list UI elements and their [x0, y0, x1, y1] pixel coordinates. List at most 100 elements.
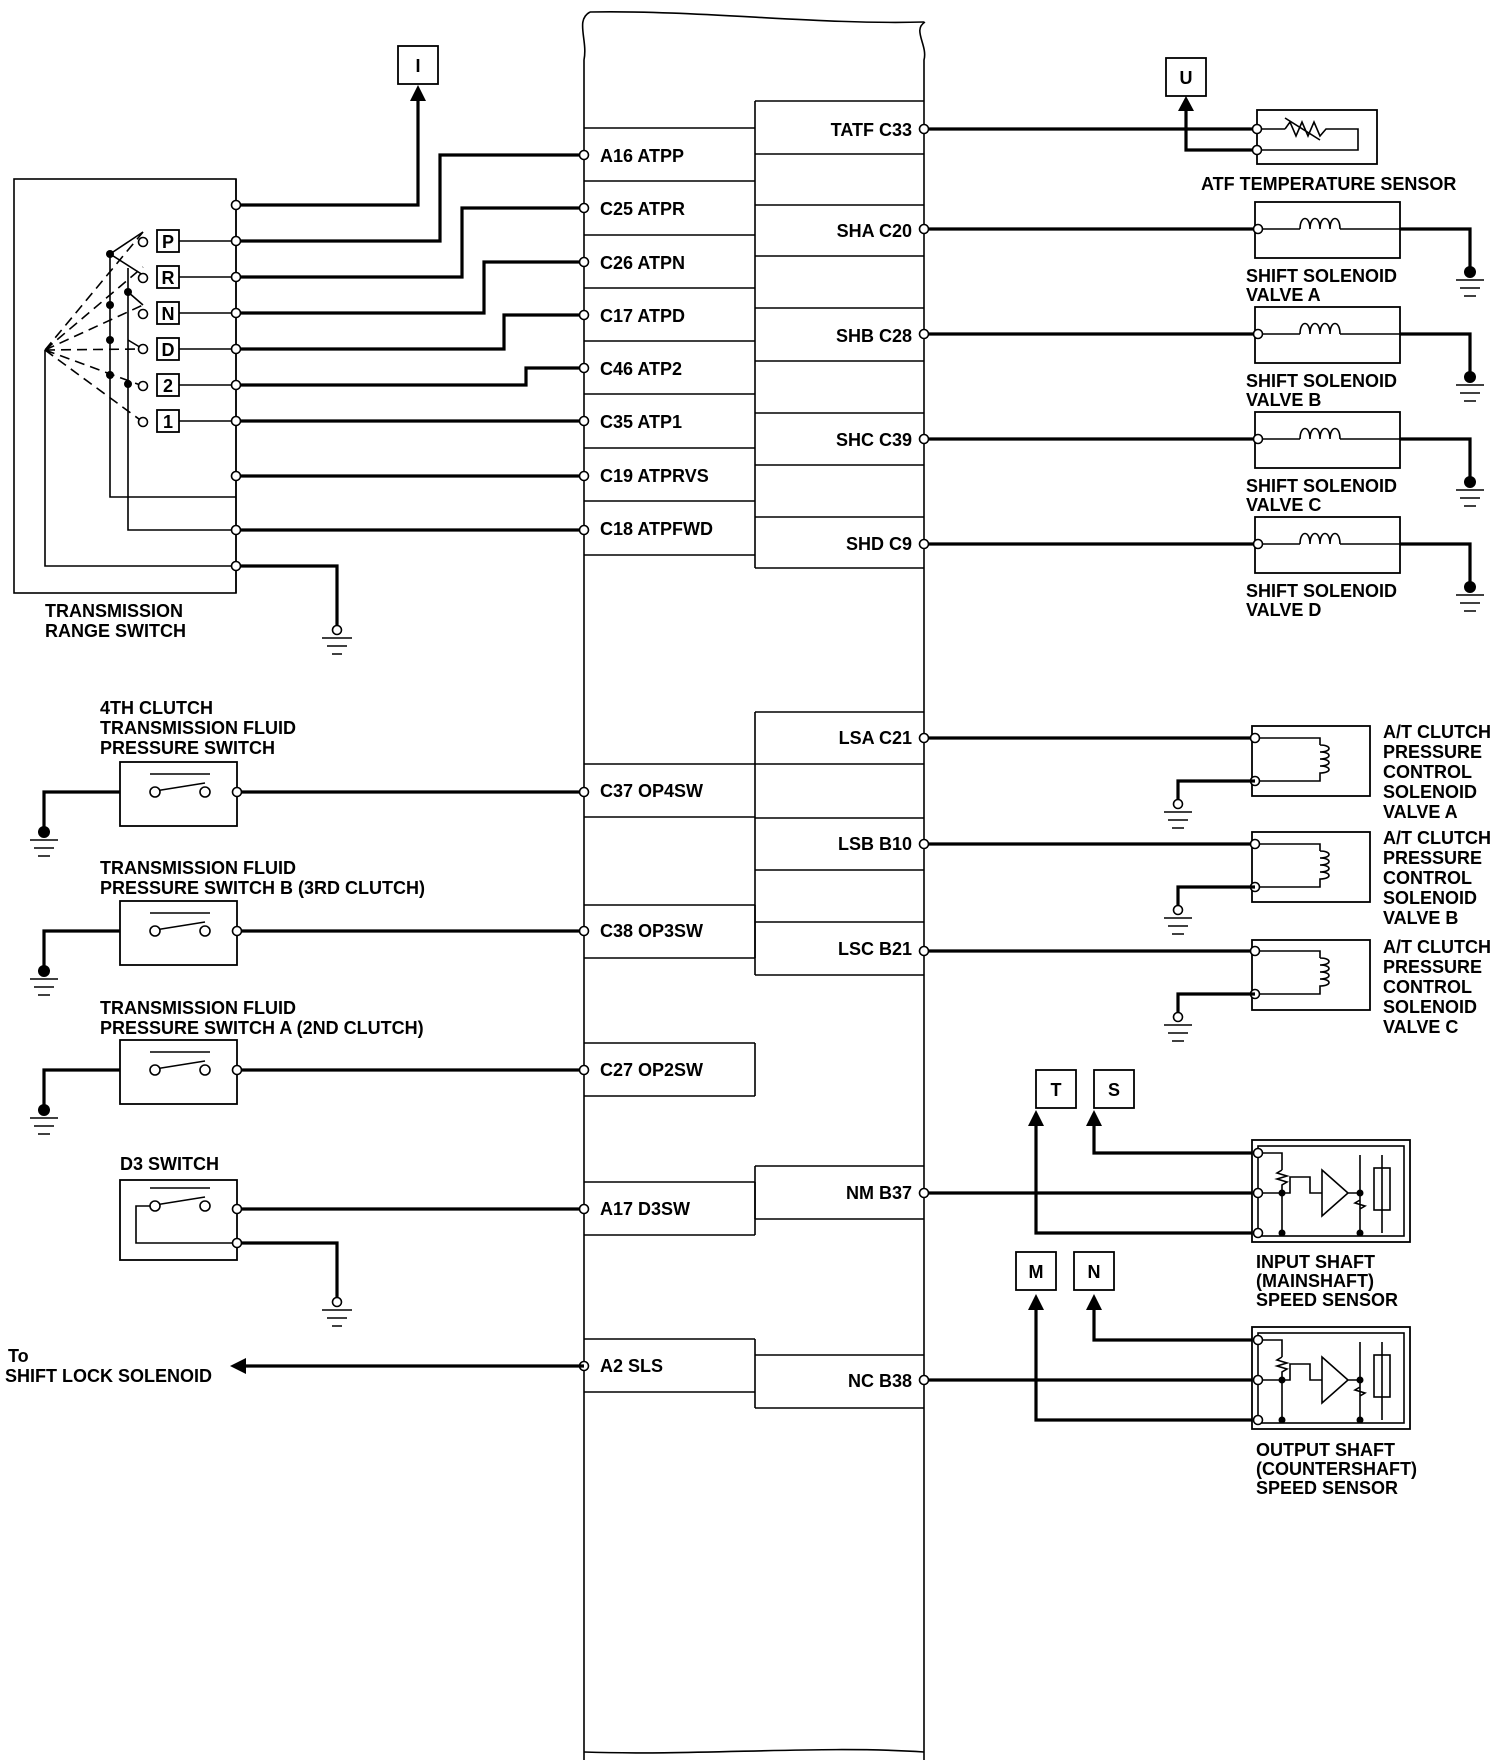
pc-b-label-1: A/T CLUTCH: [1383, 828, 1491, 848]
pressure-control-solenoid-c: A/T CLUTCH PRESSURE CONTROL SOLENOID VAL…: [928, 937, 1491, 1042]
d3-switch-label: D3 SWITCH: [120, 1154, 219, 1174]
shift-solenoid-b: SHIFT SOLENOID VALVE B: [928, 306, 1484, 410]
pc-b-label-2: PRESSURE: [1383, 848, 1482, 868]
d3-switch: D3 SWITCH: [119, 1154, 584, 1327]
pin-b10: LSB B10: [838, 834, 912, 854]
pc-b-label-4: SOLENOID: [1383, 888, 1477, 908]
pin-c28: SHB C28: [836, 326, 912, 346]
shift-lock-link: To SHIFT LOCK SOLENOID: [5, 1346, 584, 1386]
ref-s: S: [1108, 1080, 1120, 1100]
pin-c25: C25 ATPR: [600, 199, 685, 219]
ground-icon: [322, 624, 352, 655]
pressure-switch-a: TRANSMISSION FLUID PRESSURE SWITCH A (2N…: [30, 998, 584, 1135]
pc-a-label-2: PRESSURE: [1383, 742, 1482, 762]
pin-c37: C37 OP4SW: [600, 781, 703, 801]
pin-c35: C35 ATP1: [600, 412, 682, 432]
output-sensor-label-3: SPEED SENSOR: [1256, 1478, 1398, 1498]
range-positions: P R N D 2 1: [106, 229, 180, 433]
range-switch-wires: [240, 95, 584, 628]
shift-lock-label-1: To: [8, 1346, 29, 1366]
ref-u: U: [1180, 68, 1193, 88]
pressure-switch-b: TRANSMISSION FLUID PRESSURE SWITCH B (3R…: [30, 858, 584, 996]
pressure-switch-4th: 4TH CLUTCH TRANSMISSION FLUID PRESSURE S…: [30, 698, 584, 857]
pc-b-label-5: VALVE B: [1383, 908, 1458, 928]
shift-a-label-2: VALVE A: [1246, 285, 1321, 305]
transmission-range-switch: P R N D 2 1 TRANSMISSION RANGE SWITCH: [13, 178, 242, 641]
pin-b38: NC B38: [848, 1371, 912, 1391]
ref-t: T: [1051, 1080, 1062, 1100]
shift-solenoid-d: SHIFT SOLENOID VALVE D: [928, 516, 1484, 620]
shift-b-label-1: SHIFT SOLENOID: [1246, 371, 1397, 391]
pin-c39: SHC C39: [836, 430, 912, 450]
range-n: N: [162, 304, 175, 324]
pc-a-label-4: SOLENOID: [1383, 782, 1477, 802]
sw-b-label-1: TRANSMISSION FLUID: [100, 858, 296, 878]
pin-a17: A17 D3SW: [600, 1199, 690, 1219]
sw-a-label-1: TRANSMISSION FLUID: [100, 998, 296, 1018]
pin-c38: C38 OP3SW: [600, 921, 703, 941]
pc-b-label-3: CONTROL: [1383, 868, 1472, 888]
range-r: R: [162, 268, 175, 288]
ref-box-u: [1165, 57, 1207, 97]
shift-c-label-2: VALVE C: [1246, 495, 1321, 515]
pc-c-label-4: SOLENOID: [1383, 997, 1477, 1017]
pc-c-label-1: A/T CLUTCH: [1383, 937, 1491, 957]
pin-c26: C26 ATPN: [600, 253, 685, 273]
ecm-left-pin-boxes: [584, 100, 924, 1409]
ecm-left-pins: A16 ATPP C25 ATPR C26 ATPN C17 ATPD C46 …: [600, 146, 713, 1376]
ref-box-t: [1035, 1069, 1077, 1109]
sw-a-label-2: PRESSURE SWITCH A (2ND CLUTCH): [100, 1018, 424, 1038]
shift-c-label-1: SHIFT SOLENOID: [1246, 476, 1397, 496]
pin-a16: A16 ATPP: [600, 146, 684, 166]
ref-n: N: [1088, 1262, 1101, 1282]
pin-c19: C19 ATPRVS: [600, 466, 709, 486]
shift-d-label-2: VALVE D: [1246, 600, 1321, 620]
pin-c20: SHA C20: [837, 221, 912, 241]
ref-box-m: [1015, 1251, 1057, 1291]
arrow-left-icon: [230, 1358, 246, 1374]
output-sensor-label-2: (COUNTERSHAFT): [1256, 1459, 1417, 1479]
sw-4th-label-2: TRANSMISSION FLUID: [100, 718, 296, 738]
input-sensor-label-2: (MAINSHAFT): [1256, 1271, 1374, 1291]
pin-c18: C18 ATPFWD: [600, 519, 713, 539]
pin-a2: A2 SLS: [600, 1356, 663, 1376]
pc-a-label-5: VALVE A: [1383, 802, 1458, 822]
pc-c-label-3: CONTROL: [1383, 977, 1472, 997]
pin-c17: C17 ATPD: [600, 306, 685, 326]
ref-box-n: [1073, 1251, 1115, 1291]
arrow-up-icon: [1178, 96, 1194, 111]
ref-box-i: [397, 45, 439, 85]
pin-c33: TATF C33: [831, 120, 912, 140]
range-d: D: [162, 340, 175, 360]
ref-i: I: [415, 56, 420, 76]
sw-4th-label-3: PRESSURE SWITCH: [100, 738, 275, 758]
ecm-body: [581, 11, 926, 1760]
range-p: P: [162, 232, 174, 252]
pin-c27: C27 OP2SW: [600, 1060, 703, 1080]
shift-lock-label-2: SHIFT LOCK SOLENOID: [5, 1366, 212, 1386]
shift-solenoid-c: SHIFT SOLENOID VALVE C: [928, 411, 1484, 515]
shift-solenoid-a: SHIFT SOLENOID VALVE A: [928, 201, 1484, 305]
range-2: 2: [163, 376, 173, 396]
pin-c46: C46 ATP2: [600, 359, 682, 379]
ecm-right-pins: TATF C33 SHA C20 SHB C28 SHC C39 SHD C9 …: [831, 120, 912, 1391]
pin-b37: NM B37: [846, 1183, 912, 1203]
pin-b21: LSC B21: [838, 939, 912, 959]
pc-c-label-5: VALVE C: [1383, 1017, 1458, 1037]
range-switch-name-2: RANGE SWITCH: [45, 621, 186, 641]
output-sensor-label-1: OUTPUT SHAFT: [1256, 1440, 1395, 1460]
pressure-control-solenoid-a: A/T CLUTCH PRESSURE CONTROL SOLENOID VAL…: [928, 722, 1491, 829]
pc-c-label-2: PRESSURE: [1383, 957, 1482, 977]
pressure-control-solenoid-b: A/T CLUTCH PRESSURE CONTROL SOLENOID VAL…: [928, 828, 1491, 935]
pin-c21: LSA C21: [839, 728, 912, 748]
range-switch-name-1: TRANSMISSION: [45, 601, 183, 621]
ref-box-s: [1093, 1069, 1135, 1109]
sw-b-label-2: PRESSURE SWITCH B (3RD CLUTCH): [100, 878, 425, 898]
input-sensor-label-1: INPUT SHAFT: [1256, 1252, 1375, 1272]
shift-d-label-1: SHIFT SOLENOID: [1246, 581, 1397, 601]
sw-4th-label-1: 4TH CLUTCH: [100, 698, 213, 718]
pin-c9: SHD C9: [846, 534, 912, 554]
atf-sensor-label: ATF TEMPERATURE SENSOR: [1201, 174, 1456, 194]
shift-a-label-1: SHIFT SOLENOID: [1246, 266, 1397, 286]
